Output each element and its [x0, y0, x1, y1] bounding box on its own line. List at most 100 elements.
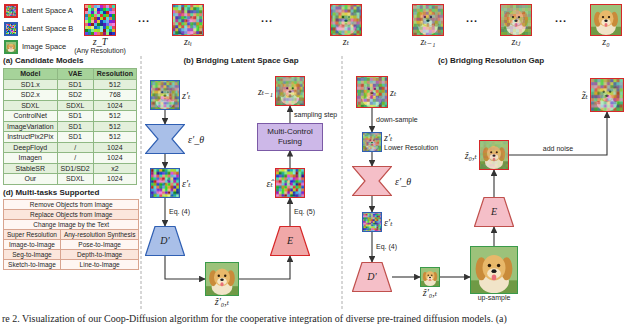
table-cell: Any-resolution Synthesis [61, 230, 139, 239]
table-cell: Our [4, 174, 57, 184]
connector-arrow [392, 276, 420, 277]
table-cell: 512 [94, 132, 136, 142]
image-picture [151, 169, 179, 197]
table-cell: Model [4, 69, 57, 79]
noise-overlay [363, 213, 381, 231]
legend-text: Image Space [22, 43, 66, 51]
table-cell: Seg-to-Image [4, 250, 60, 259]
table-cell: SDXL [58, 174, 93, 184]
shape-outline [353, 263, 392, 292]
image-picture [363, 133, 381, 151]
legend-swatch [4, 40, 18, 54]
dog-picture [471, 247, 517, 293]
connector-arrow [165, 256, 205, 279]
image-picture [363, 213, 381, 231]
connector-arrow [164, 154, 165, 168]
node-label: ẑ′₀,ₜ [215, 296, 230, 307]
legend-item: Latent Space B [4, 22, 84, 36]
node-label: z₀ [602, 36, 609, 47]
table-cell: StableSR [4, 164, 57, 174]
legend-swatch [4, 22, 18, 36]
latent-image: zₜᵢ [172, 4, 204, 36]
panel-title: (b) Bridging Latent Space Gap [183, 57, 298, 66]
table-cell: Resolution [94, 69, 136, 79]
latent-image: z′ₜ [150, 80, 180, 110]
legend-text: Latent Space A [22, 7, 73, 15]
divider [141, 56, 142, 310]
table-cell: VAE [58, 69, 93, 79]
process-box: Multi-Control Fusing [257, 123, 323, 150]
image-picture [421, 268, 439, 286]
edge-label: sampling step [293, 111, 338, 119]
latent-image: zₜ₋₁ [412, 4, 444, 36]
image-picture [276, 77, 304, 105]
image-picture [206, 263, 238, 295]
legend-swatch [4, 4, 18, 18]
noise-overlay [501, 5, 531, 35]
edge-label: Eq. (4) [168, 208, 191, 216]
image-picture [85, 5, 115, 35]
connector-arrow [493, 170, 494, 197]
node-label: zₜ [343, 36, 349, 47]
shape-outline [146, 227, 185, 256]
noise-overlay [413, 5, 443, 35]
dog-picture [206, 263, 238, 295]
node-label: z_T [93, 36, 107, 47]
connector-arrow [164, 110, 165, 124]
node-text: E [287, 235, 293, 247]
image-picture [591, 5, 621, 35]
table-cell: SD1 [58, 111, 93, 121]
shape-outline [146, 125, 185, 154]
divider [342, 56, 343, 310]
edge-label: add noise [542, 145, 574, 153]
image-picture [331, 5, 361, 35]
connector-arrow [493, 227, 494, 246]
table-cell: DeepFloyd [4, 143, 57, 153]
node-text: D′ [160, 235, 169, 247]
table-cell: Remove Objects from Image [4, 200, 138, 209]
node-label: ε′_θ [395, 176, 411, 187]
connector-arrow [371, 196, 372, 212]
dog-picture [421, 268, 439, 286]
connector-arrow [239, 256, 290, 279]
figure-caption: re 2. Visualization of our Coop-Diffusio… [2, 313, 507, 325]
table-cell: Imagen [4, 153, 57, 163]
vae-shape: D′ [145, 226, 185, 256]
latent-image: z_T(Any Resolution) [84, 4, 116, 36]
node-label: z′ₜ [182, 90, 191, 101]
node-label: ẑ₀,ₜ [465, 150, 477, 161]
node-text: Multi-Control Fusing [262, 127, 318, 146]
image-picture [6, 42, 16, 52]
panel-title: (c) Bridging Resolution Gap [438, 57, 544, 66]
node-text: D′ [367, 271, 376, 283]
table-cell: ImageVariation [4, 122, 57, 132]
ellipsis: ... [466, 12, 478, 24]
latent-image: zₜⱼ [500, 4, 532, 36]
edge-label: Eq. (4) [375, 243, 398, 251]
node-label: ε′ₜ [182, 178, 191, 189]
node-label: z̃ₜ [582, 90, 588, 101]
image-picture [276, 169, 304, 197]
node-label: zₜ₋₁ [258, 86, 273, 97]
noise-overlay [363, 133, 381, 151]
latent-image: zₜ [330, 4, 362, 36]
connector-arrow [289, 151, 290, 168]
latent-image: z′ₜLower Resolution [362, 132, 382, 152]
noise-overlay [331, 5, 361, 35]
legend-text: Latent Space B [22, 25, 73, 33]
image-picture [471, 247, 517, 293]
table-cell: SD1 [58, 132, 93, 142]
node-label: ε′ₜ [384, 217, 393, 228]
table-cell: InstructPix2Pix [4, 132, 57, 142]
shape-outline [475, 198, 514, 227]
vae-shape: D′ [352, 262, 392, 292]
table-cell: ControlNet [4, 111, 57, 121]
noise-overlay [151, 81, 179, 109]
image-picture [6, 6, 16, 16]
table-cell: Line-to-Image [61, 260, 139, 269]
table-cell: 1024 [94, 174, 136, 184]
table-cell: SD1 [58, 80, 93, 90]
edge-label: Eq. (5) [293, 208, 316, 216]
ellipsis: ... [138, 12, 150, 24]
